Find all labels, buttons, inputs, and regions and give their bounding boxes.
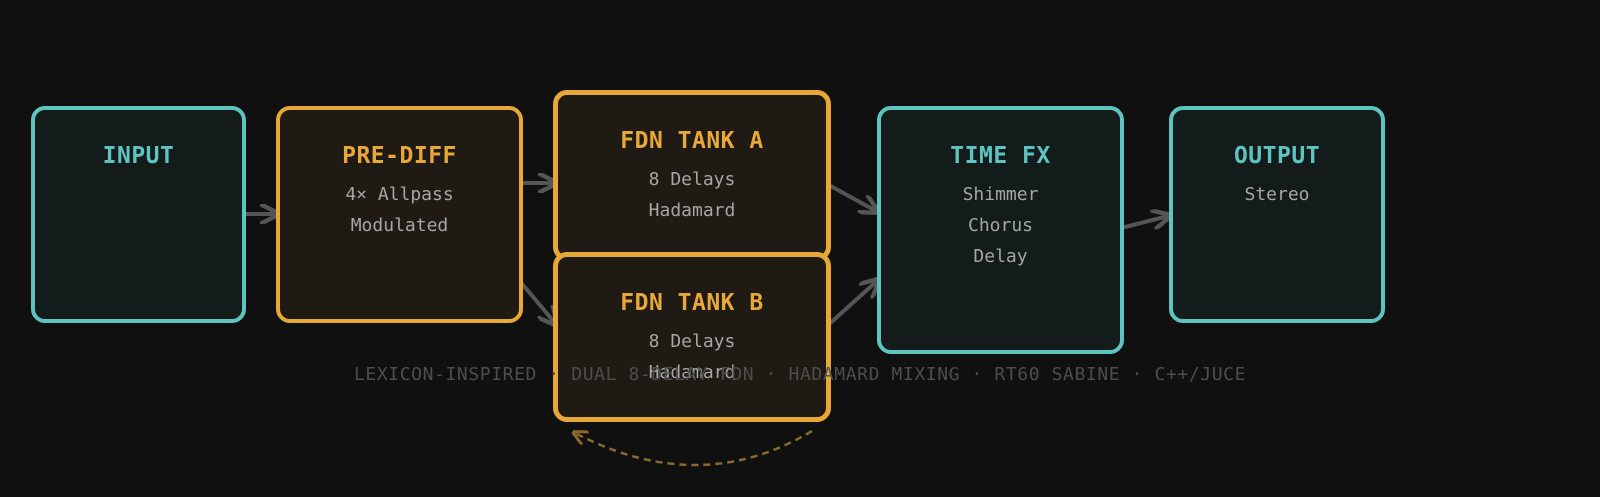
- arrow-timefx-to-output: [1120, 216, 1168, 230]
- node-timefx-title: TIME FX: [950, 143, 1051, 169]
- node-timefx: TIME FX Shimmer Chorus Delay: [877, 106, 1124, 354]
- node-tank-b-title: FDN TANK B: [620, 290, 764, 316]
- arrow-tank-a-to-timefx: [826, 182, 876, 211]
- node-prediff: PRE-DIFF 4× Allpass Modulated: [276, 106, 523, 323]
- node-tank-b-line: 8 Delays: [648, 331, 736, 352]
- arrow-tank-b-to-timefx: [825, 281, 877, 328]
- node-output-title: OUTPUT: [1233, 143, 1321, 169]
- node-input-title: INPUT: [102, 143, 175, 169]
- node-input: INPUT: [31, 106, 246, 323]
- node-prediff-line: Modulated: [350, 215, 449, 236]
- node-output-line: Stereo: [1244, 184, 1310, 205]
- node-prediff-line: 4× Allpass: [345, 184, 454, 205]
- node-tank-b: FDN TANK B 8 Delays Hadamard: [553, 252, 831, 422]
- node-prediff-title: PRE-DIFF: [342, 143, 457, 169]
- node-tank-b-line: Hadamard: [648, 362, 736, 383]
- node-output: OUTPUT Stereo: [1169, 106, 1385, 323]
- feedback-arrow-tank-b: [575, 429, 813, 467]
- node-tank-a-line: 8 Delays: [648, 169, 736, 190]
- node-tank-a: FDN TANK A 8 Delays Hadamard: [553, 90, 831, 261]
- node-tank-a-line: Hadamard: [648, 200, 736, 221]
- node-timefx-line: Shimmer: [962, 184, 1039, 205]
- node-timefx-line: Chorus: [967, 215, 1034, 236]
- node-timefx-line: Delay: [973, 246, 1028, 267]
- arrow-prediff-to-tank-b: [516, 277, 555, 323]
- diagram-caption: LEXICON-INSPIRED · DUAL 8-DELAY FDN · HA…: [353, 364, 1247, 385]
- node-tank-a-title: FDN TANK A: [620, 128, 764, 154]
